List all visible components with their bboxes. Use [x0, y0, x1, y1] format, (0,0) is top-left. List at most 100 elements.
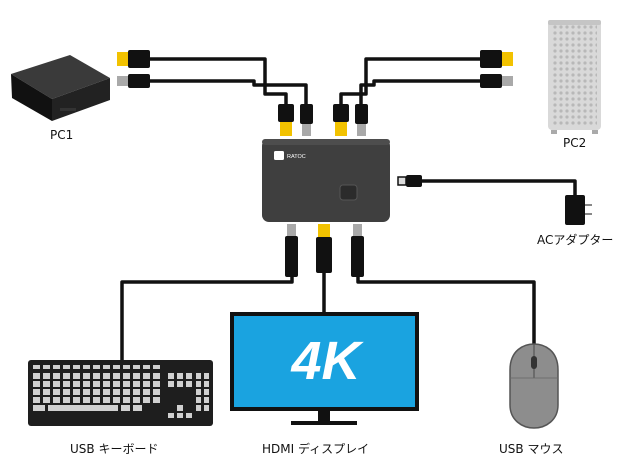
- key: [63, 389, 70, 395]
- key: [143, 365, 150, 369]
- key: [123, 389, 130, 395]
- key: [83, 373, 90, 379]
- key: [63, 381, 70, 387]
- key: [113, 373, 120, 379]
- key: [103, 373, 110, 379]
- keyboard-label: USB キーボード: [70, 442, 159, 456]
- key: [33, 373, 40, 379]
- pc2-plugs: [480, 50, 513, 88]
- key: [196, 381, 201, 387]
- key: [204, 397, 209, 403]
- cable-pc2-hdmi: [339, 57, 480, 106]
- ac-adapter-icon: [565, 195, 592, 225]
- key: [168, 373, 174, 379]
- key: [133, 381, 140, 387]
- key: [153, 373, 160, 379]
- key: [33, 381, 40, 387]
- key: [123, 373, 130, 379]
- key: [83, 397, 90, 403]
- pc1-label: PC1: [50, 128, 74, 142]
- key: [177, 381, 183, 387]
- key: [153, 389, 160, 395]
- key: [113, 365, 120, 369]
- key: [153, 365, 160, 369]
- cable-mouse: [356, 277, 536, 352]
- brand-text: RATOC: [287, 154, 306, 160]
- key: [113, 381, 120, 387]
- key: [103, 365, 110, 369]
- key: [53, 381, 60, 387]
- key: [143, 389, 150, 395]
- power-plug: [397, 175, 422, 187]
- key: [103, 397, 110, 403]
- key: [133, 373, 140, 379]
- key: [177, 373, 183, 379]
- pc1-plugs: [117, 50, 150, 88]
- cable-pc1-hdmi: [150, 57, 288, 106]
- pc2-label: PC2: [563, 136, 587, 150]
- key: [48, 405, 118, 411]
- kvm-switch-icon: RATOC: [262, 139, 390, 222]
- key: [73, 389, 80, 395]
- key: [63, 397, 70, 403]
- key: [73, 397, 80, 403]
- key: [43, 365, 50, 369]
- ac-adapter-label: ACアダプター: [537, 233, 614, 247]
- key: [73, 365, 80, 369]
- key: [33, 365, 40, 369]
- key: [153, 397, 160, 403]
- monitor-icon: 4K: [230, 312, 419, 425]
- mouse-icon: [509, 343, 559, 429]
- key: [103, 389, 110, 395]
- display-label: HDMI ディスプレイ: [262, 442, 370, 456]
- key: [177, 405, 183, 411]
- display-4k-logo: 4K: [290, 331, 364, 391]
- key: [83, 365, 90, 369]
- key: [93, 365, 100, 369]
- key: [204, 373, 209, 379]
- key: [204, 381, 209, 387]
- key: [153, 381, 160, 387]
- key: [113, 397, 120, 403]
- key: [43, 397, 50, 403]
- key: [143, 373, 150, 379]
- key: [63, 373, 70, 379]
- key: [177, 413, 183, 418]
- key: [133, 405, 142, 411]
- key: [123, 365, 130, 369]
- key: [143, 397, 150, 403]
- mini-pc-icon: [11, 55, 110, 121]
- mouse-label: USB マウス: [499, 442, 564, 456]
- key: [53, 397, 60, 403]
- switch-button: [339, 184, 358, 201]
- key: [73, 381, 80, 387]
- switch-top-plugs: [278, 104, 368, 136]
- key: [83, 389, 90, 395]
- key: [33, 397, 40, 403]
- key: [186, 413, 192, 418]
- key: [63, 365, 70, 369]
- keyboard-icon: [28, 360, 213, 426]
- key: [53, 389, 60, 395]
- key: [121, 405, 130, 411]
- key: [133, 389, 140, 395]
- key: [123, 381, 130, 387]
- key: [196, 373, 201, 379]
- key: [133, 397, 140, 403]
- key: [204, 389, 209, 395]
- key: [196, 389, 201, 395]
- cable-pc1-usb: [150, 79, 308, 106]
- key: [33, 405, 45, 411]
- key: [93, 397, 100, 403]
- key: [168, 413, 174, 418]
- tower-pc-icon: [548, 20, 601, 134]
- key: [196, 397, 201, 403]
- key: [43, 389, 50, 395]
- key: [196, 405, 201, 411]
- key: [53, 373, 60, 379]
- key: [93, 381, 100, 387]
- key: [168, 381, 174, 387]
- key: [103, 381, 110, 387]
- key: [186, 381, 192, 387]
